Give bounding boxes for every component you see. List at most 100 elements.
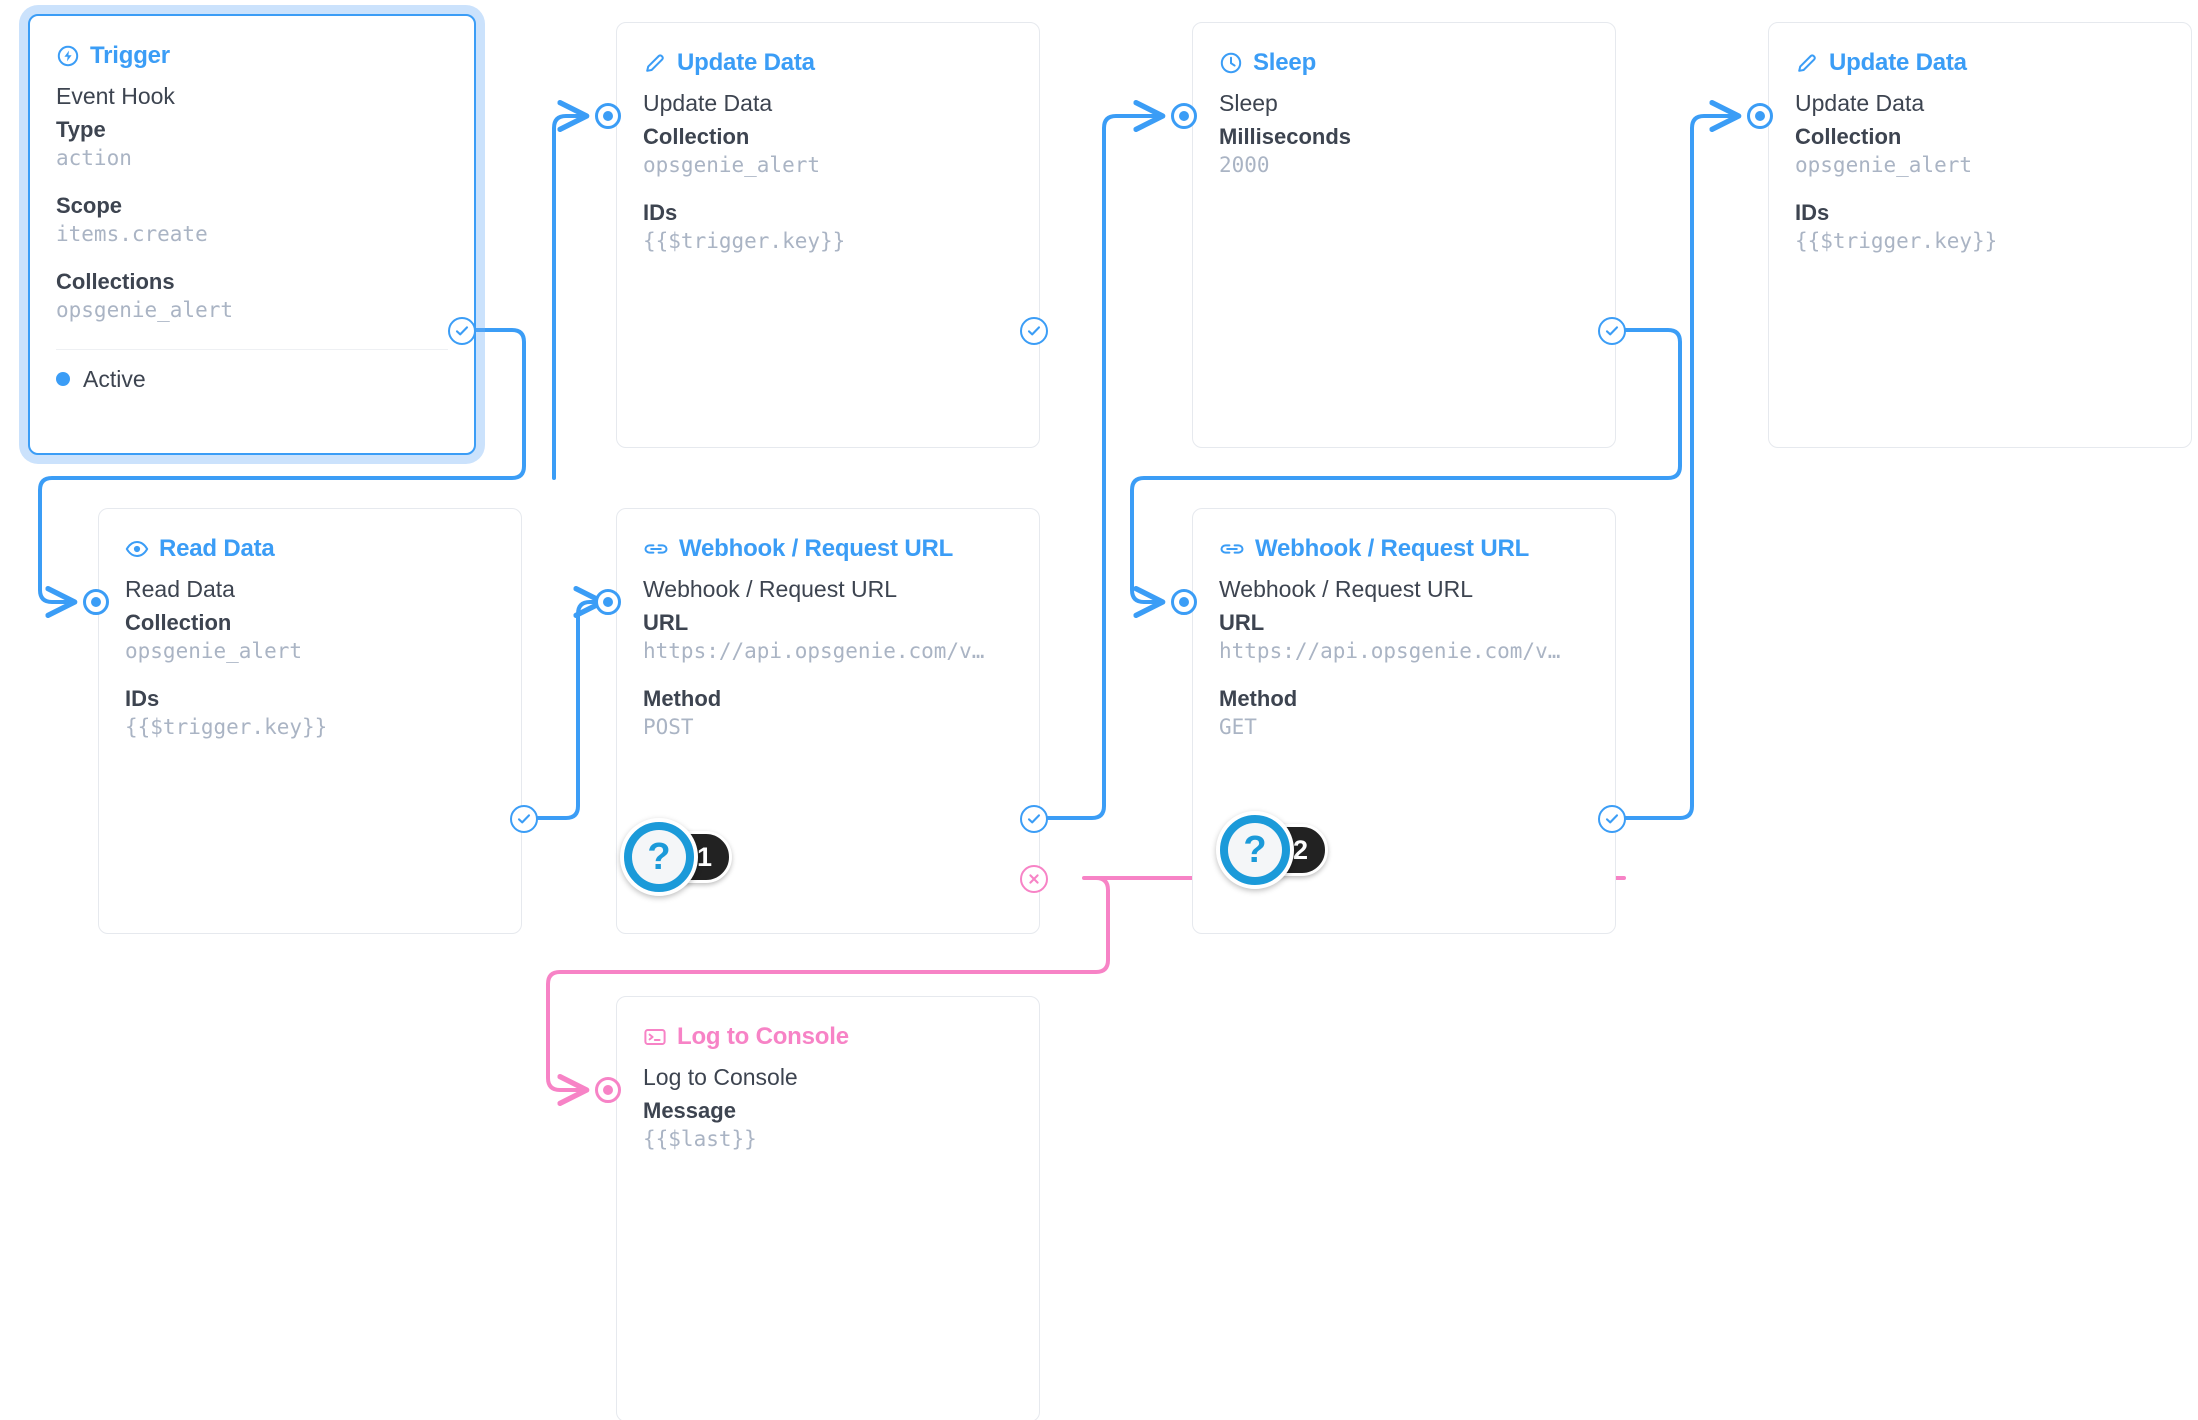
node-webhook-post-body: Webhook / Request URL URL https://api.op…	[617, 567, 1039, 762]
label-collection: Collection	[125, 609, 232, 635]
terminal-icon	[643, 1025, 667, 1049]
node-trigger-title: Trigger	[90, 42, 170, 69]
node-update-data-2[interactable]: Update Data Update Data Collection opsge…	[1768, 22, 2192, 448]
port-out-reject-webhook-post[interactable]	[1020, 865, 1048, 893]
label-url: URL	[1219, 609, 1265, 635]
value-ids: {{$trigger.key}}	[1795, 229, 1998, 254]
port-in-webhook-get[interactable]	[1171, 589, 1197, 615]
label-method: Method	[643, 685, 722, 711]
field-sleep: Sleep	[1219, 90, 1278, 116]
node-webhook-post-title: Webhook / Request URL	[679, 535, 954, 562]
port-in-read-data[interactable]	[83, 589, 109, 615]
port-in-log-to-console[interactable]	[595, 1077, 621, 1103]
node-read-data-title: Read Data	[159, 535, 275, 562]
port-in-webhook-post[interactable]	[595, 589, 621, 615]
help-badge-1[interactable]: 1 ?	[620, 818, 733, 896]
label-message: Message	[643, 1097, 736, 1123]
pencil-icon	[643, 51, 667, 75]
status-label: Active	[83, 365, 146, 392]
value-ids: {{$trigger.key}}	[643, 229, 846, 254]
label-ids: IDs	[643, 199, 678, 225]
eye-icon	[125, 537, 149, 561]
port-out-read-data[interactable]	[510, 805, 538, 833]
check-icon	[1027, 326, 1041, 336]
node-log-to-console-body: Log to Console Message {{$last}}	[617, 1055, 1039, 1174]
node-update-data-2-header: Update Data	[1769, 23, 2191, 81]
label-ids: IDs	[125, 685, 160, 711]
bolt-circle-icon	[56, 44, 80, 68]
status-dot-icon	[56, 372, 70, 387]
node-sleep-header: Sleep	[1193, 23, 1615, 81]
status-badge: Active	[30, 350, 474, 411]
value-type: action	[56, 146, 132, 171]
node-read-data-body: Read Data Collection opsgenie_alert IDs …	[99, 567, 521, 762]
port-out-trigger[interactable]	[448, 317, 476, 345]
close-icon	[1029, 874, 1039, 884]
value-url: https://api.opsgenie.com/v…	[643, 639, 985, 664]
value-collection: opsgenie_alert	[643, 153, 821, 178]
node-log-to-console-title: Log to Console	[677, 1023, 849, 1050]
help-badge-2[interactable]: 2 ?	[1216, 811, 1329, 889]
pencil-icon	[1795, 51, 1819, 75]
node-update-data-1-title: Update Data	[677, 49, 815, 76]
port-in-update-data-1[interactable]	[595, 103, 621, 129]
label-collection: Collection	[1795, 123, 1902, 149]
node-trigger-body: Event Hook Type action Scope items.creat…	[30, 74, 474, 345]
port-in-sleep[interactable]	[1171, 103, 1197, 129]
port-out-sleep[interactable]	[1598, 317, 1626, 345]
node-sleep[interactable]: Sleep Sleep Milliseconds 2000	[1192, 22, 1616, 448]
value-collections: opsgenie_alert	[56, 298, 234, 323]
field-webhook: Webhook / Request URL	[1219, 576, 1473, 602]
node-webhook-get-body: Webhook / Request URL URL https://api.op…	[1193, 567, 1615, 762]
help-badge-2-circle[interactable]: ?	[1216, 811, 1294, 889]
link-icon	[643, 537, 669, 561]
help-badge-1-count: 1	[697, 841, 713, 872]
value-collection: opsgenie_alert	[1795, 153, 1973, 178]
node-sleep-body: Sleep Milliseconds 2000	[1193, 81, 1615, 200]
field-webhook: Webhook / Request URL	[643, 576, 897, 602]
field-read-data: Read Data	[125, 576, 235, 602]
clock-icon	[1219, 51, 1243, 75]
check-icon	[1027, 814, 1041, 824]
field-event-hook: Event Hook	[56, 83, 175, 109]
port-out-webhook-post[interactable]	[1020, 805, 1048, 833]
field-update-data: Update Data	[643, 90, 773, 116]
port-out-webhook-get[interactable]	[1598, 805, 1626, 833]
label-url: URL	[643, 609, 689, 635]
value-method: GET	[1219, 715, 1257, 740]
link-icon	[1219, 537, 1245, 561]
node-webhook-get-title: Webhook / Request URL	[1255, 535, 1530, 562]
value-milliseconds: 2000	[1219, 153, 1270, 178]
check-icon	[1605, 326, 1619, 336]
value-ids: {{$trigger.key}}	[125, 715, 328, 740]
node-log-to-console[interactable]: Log to Console Log to Console Message {{…	[616, 996, 1040, 1420]
value-scope: items.create	[56, 222, 208, 247]
node-webhook-get-header: Webhook / Request URL	[1193, 509, 1615, 567]
node-read-data-header: Read Data	[99, 509, 521, 567]
node-update-data-1[interactable]: Update Data Update Data Collection opsge…	[616, 22, 1040, 448]
node-update-data-2-body: Update Data Collection opsgenie_alert ID…	[1769, 81, 2191, 276]
node-update-data-1-body: Update Data Collection opsgenie_alert ID…	[617, 81, 1039, 276]
label-collection: Collection	[643, 123, 750, 149]
value-url: https://api.opsgenie.com/v…	[1219, 639, 1561, 664]
node-update-data-2-title: Update Data	[1829, 49, 1967, 76]
node-update-data-1-header: Update Data	[617, 23, 1039, 81]
help-badge-1-circle[interactable]: ?	[620, 818, 698, 896]
port-out-update-data-1[interactable]	[1020, 317, 1048, 345]
node-webhook-post-header: Webhook / Request URL	[617, 509, 1039, 567]
label-type: Type	[56, 116, 106, 142]
check-icon	[1605, 814, 1619, 824]
field-update-data: Update Data	[1795, 90, 1925, 116]
help-badge-2-count: 2	[1293, 834, 1309, 865]
node-log-to-console-header: Log to Console	[617, 997, 1039, 1055]
question-mark-icon: ?	[1228, 823, 1282, 877]
label-scope: Scope	[56, 192, 123, 218]
label-method: Method	[1219, 685, 1298, 711]
node-read-data[interactable]: Read Data Read Data Collection opsgenie_…	[98, 508, 522, 934]
node-trigger-header: Trigger	[30, 16, 474, 74]
value-message: {{$last}}	[643, 1127, 757, 1152]
node-trigger[interactable]: Trigger Event Hook Type action Scope ite…	[28, 14, 476, 455]
port-in-update-data-2[interactable]	[1747, 103, 1773, 129]
node-sleep-title: Sleep	[1253, 49, 1317, 76]
